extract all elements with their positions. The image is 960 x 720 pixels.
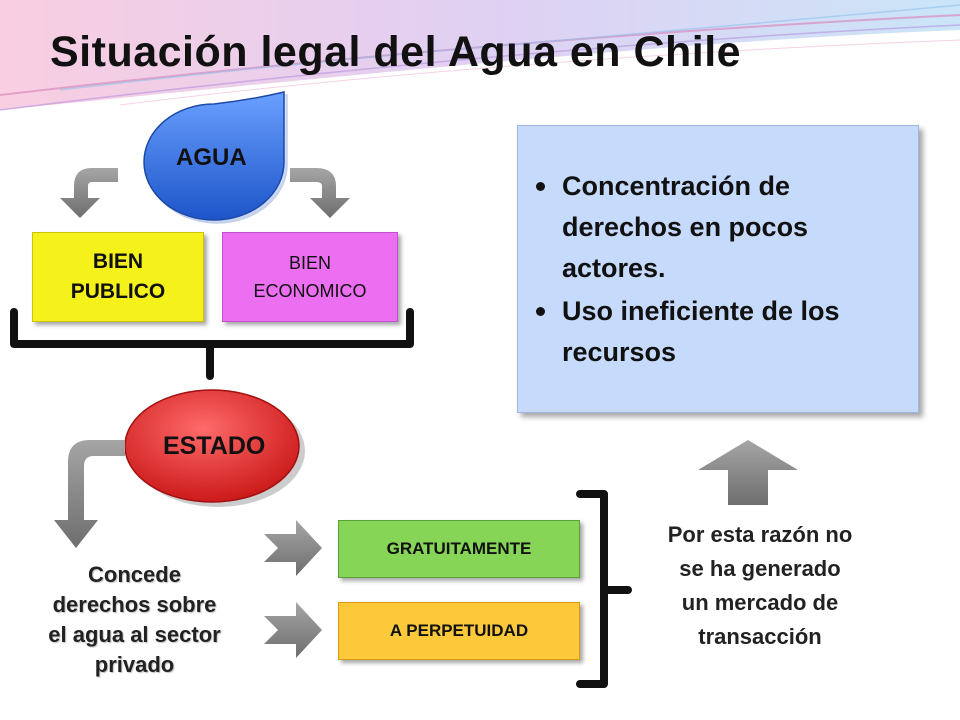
page-title: Situación legal del Agua en Chile [50,28,742,76]
brace-right [576,490,632,688]
razon-line: se ha generado [679,556,841,581]
info-bullet-text: Uso ineficiente de los recursos [562,296,840,367]
info-bullet-list: Concentración de derechos en pocos actor… [530,166,898,373]
info-box: Concentración de derechos en pocos actor… [517,125,919,413]
arrow-to-gratuitamente-icon [264,520,322,576]
razon-line: transacción [698,624,822,649]
perpetuidad-box: A PERPETUIDAD [338,602,580,660]
bien-publico-box: BIEN PUBLICO [32,232,204,322]
razon-text: Por esta razón no se ha generado un merc… [630,518,890,654]
arrow-up-to-info-icon [698,440,798,505]
info-bullet-item: Uso ineficiente de los recursos [530,291,898,373]
bien-publico-line1: BIEN [92,250,144,273]
bullet-dot-icon [536,182,545,191]
bien-publico-line2: PUBLICO [70,280,166,303]
bien-economico-line2: ECONOMICO [253,281,367,301]
agua-label: AGUA [176,144,247,171]
gratuitamente-box: GRATUITAMENTE [338,520,580,578]
arrow-to-perpetuidad-icon [264,602,322,658]
arrow-to-bien-publico-icon [60,168,118,218]
razon-line: Por esta razón no [667,522,853,547]
concede-line: el agua al sector [48,622,221,647]
arrow-to-concede-icon [54,440,125,548]
concede-line: privado [94,652,175,677]
concede-text: Concede derechos sobre el agua al sector… [22,560,247,680]
bien-economico-line1: BIEN [288,253,331,273]
info-bullet-text: Concentración de derechos en pocos actor… [562,171,809,283]
bien-economico-box: BIEN ECONOMICO [222,232,398,322]
estado-label: ESTADO [163,432,266,460]
agua-droplet-node [143,91,288,224]
info-bullet-item: Concentración de derechos en pocos actor… [530,166,898,289]
estado-ellipse-node [124,389,305,507]
bullet-dot-icon [536,307,545,316]
concede-line: Concede [88,562,181,587]
arrow-to-bien-economico-icon [290,168,350,218]
razon-line: un mercado de [681,590,839,615]
brace-bien-boxes [10,308,414,380]
concede-line: derechos sobre [52,592,217,617]
